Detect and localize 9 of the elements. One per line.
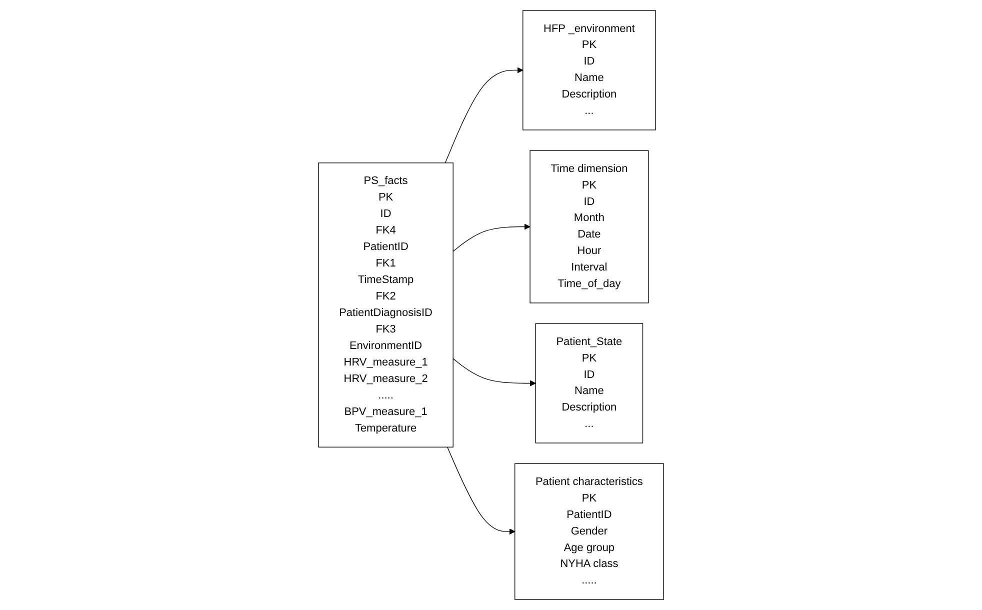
node-box: PS_facts PK ID FK4 PatientID FK1 TimeStamp FK2 PatientDiagnosisID FK3 EnvironmentID HRV_measure_1 HRV_measure_2 ..... BPV_measure_1 Temperature xyxy=(318,162,454,448)
arrow xyxy=(452,358,536,386)
node-box: HFP _environment PK ID Name Description ... xyxy=(522,10,656,130)
arrow xyxy=(444,67,524,164)
arrow xyxy=(452,224,530,252)
node-box: Patient_State PK ID Name Description ... xyxy=(535,323,644,444)
node-box: Time dimension PK ID Month Date Hour Interval Time_of_day xyxy=(530,150,649,304)
node-box: Patient characteristics PK PatientID Gender Age group NYHA class ..... xyxy=(514,463,664,600)
arrow xyxy=(447,446,516,535)
